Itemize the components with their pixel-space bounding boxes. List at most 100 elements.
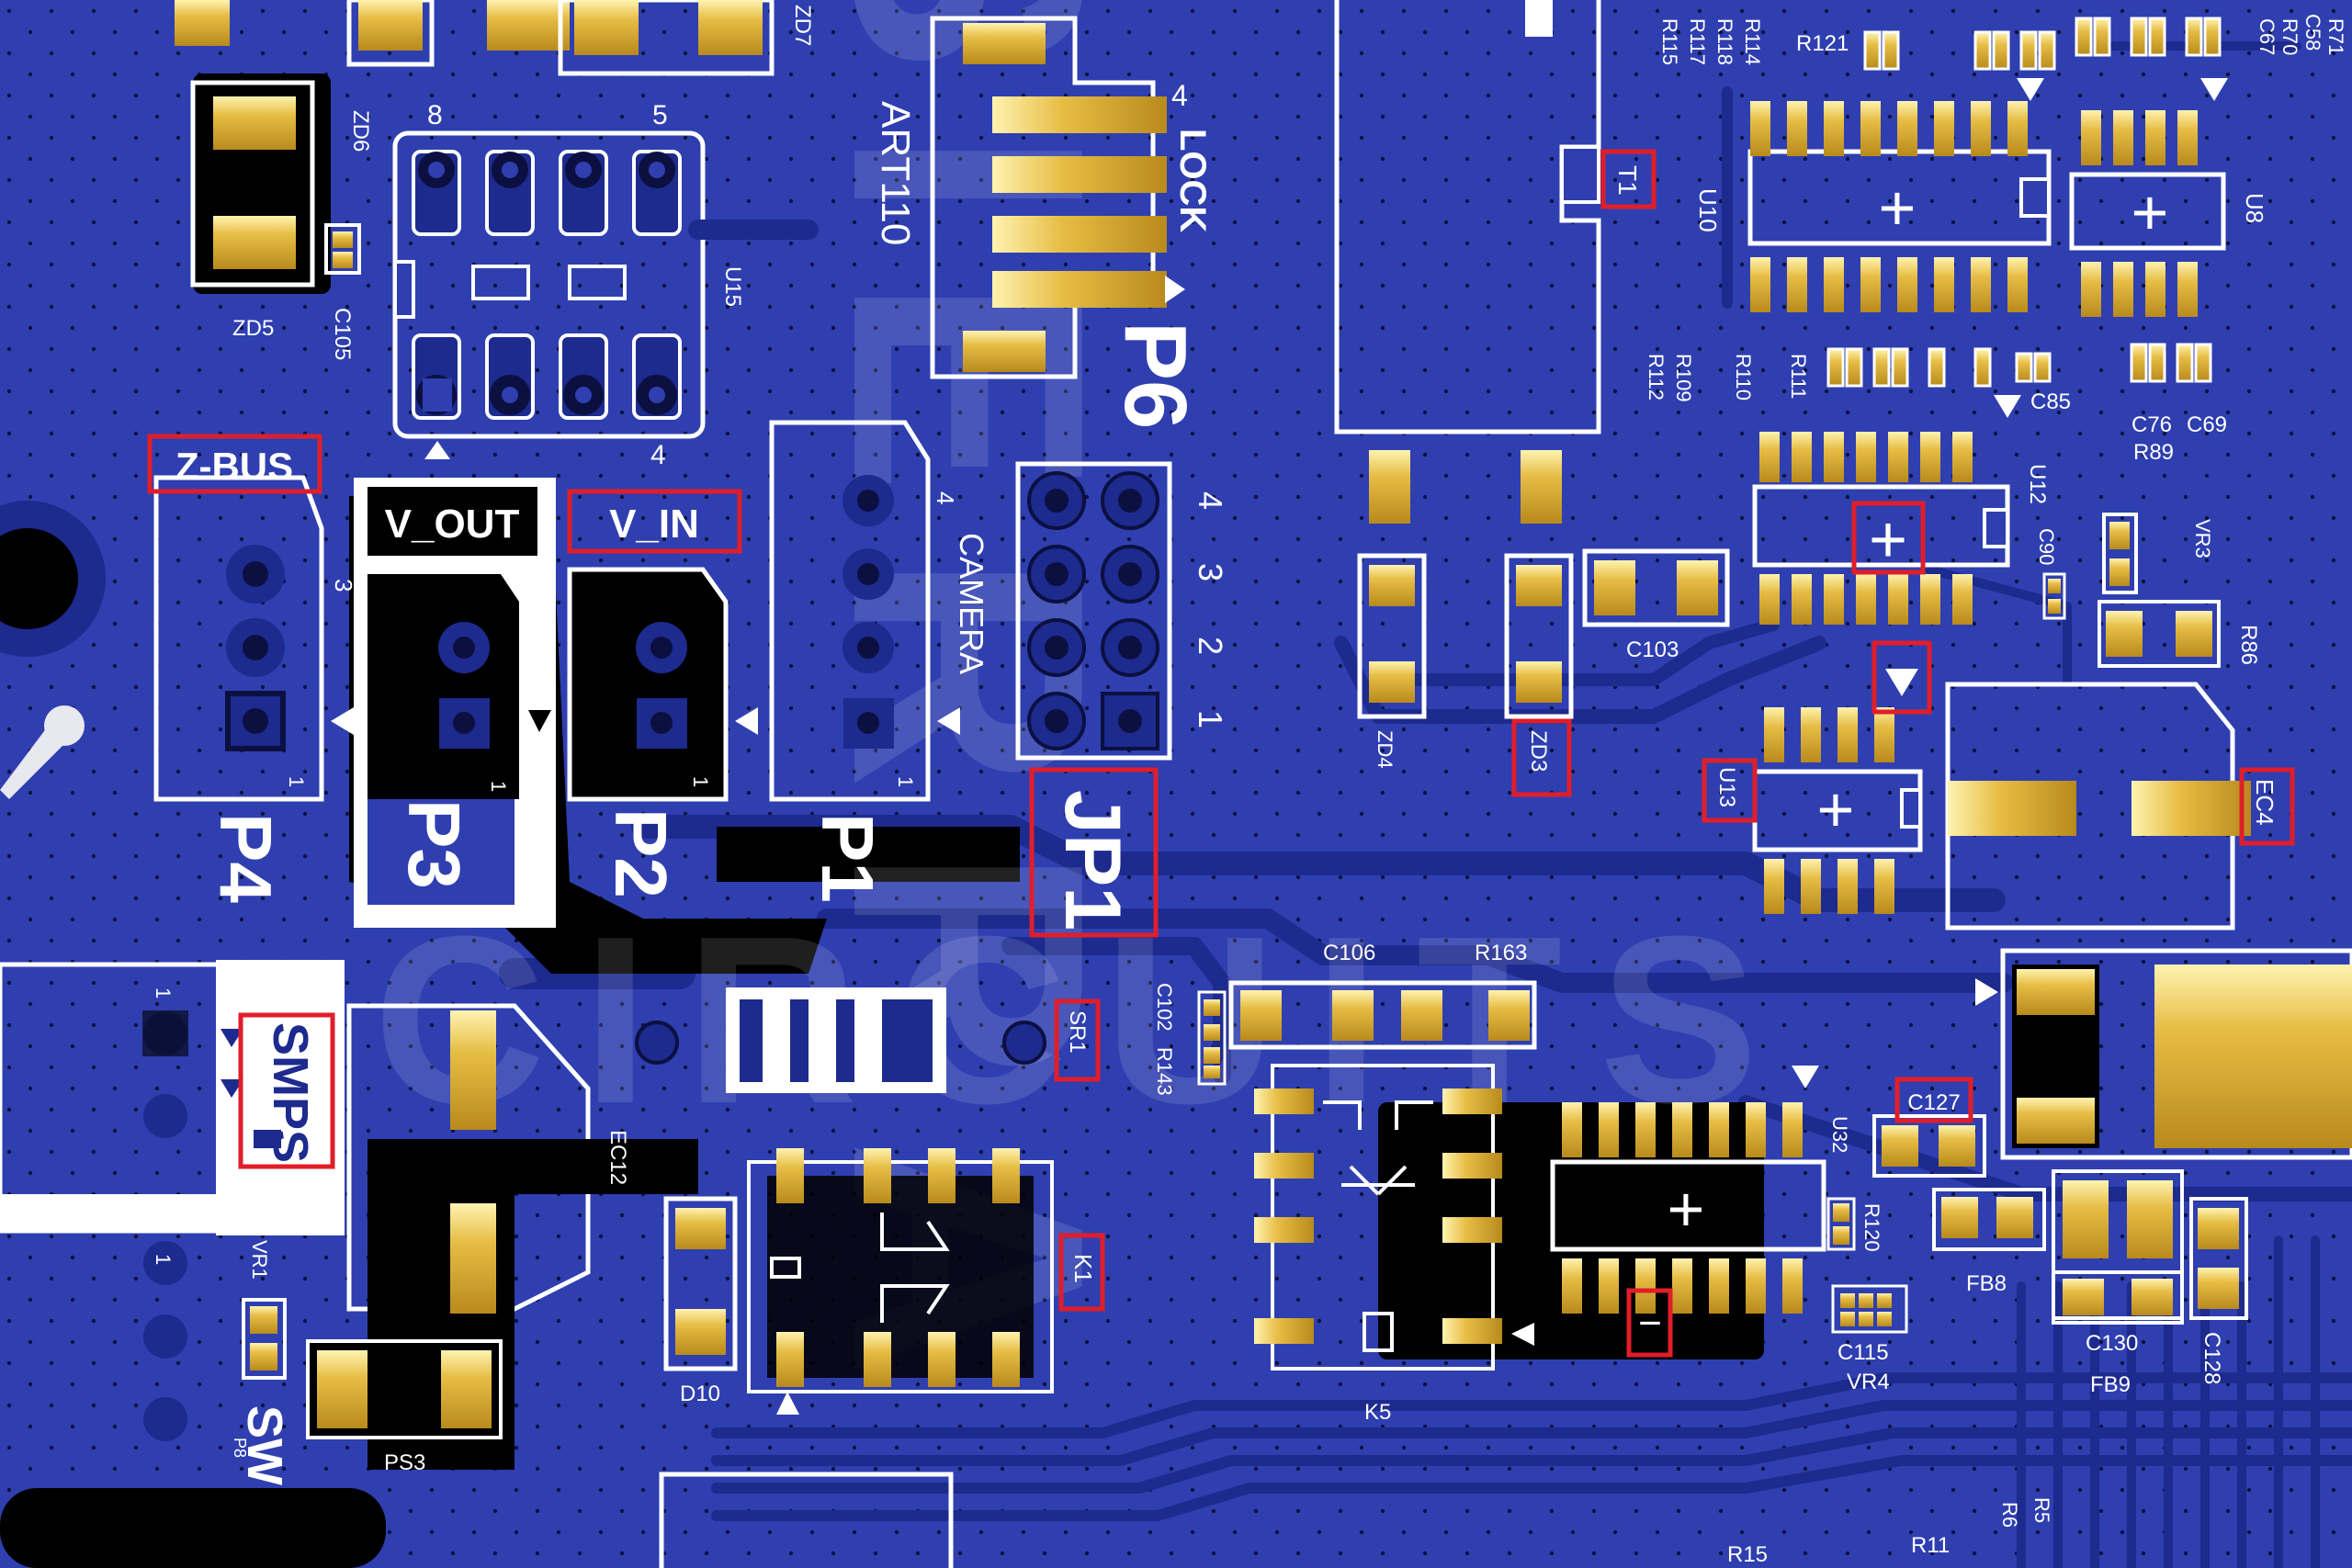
r6-label: R6 [1998,1502,2021,1528]
zd3-diode [1504,450,1574,719]
r86-label: R86 [2236,625,2261,665]
r111-label: R111 [1787,354,1810,399]
callout-sr1: SR1 [1054,998,1101,1082]
p9-label: P9 [263,1084,281,1104]
c103-label: C103 [1626,637,1679,662]
r110-label: R110 [1732,354,1755,400]
zd7-label: ZD7 [790,5,815,46]
c102-label: C102 [1153,983,1176,1032]
r121-label: R121 [1796,31,1849,56]
zd4-label: ZD4 [1374,730,1396,769]
jp1-label: JP1 [1048,790,1136,931]
r89-label: R89 [2133,440,2174,465]
ps3-label: PS3 [384,1450,425,1475]
u32-plus: + [1668,1173,1705,1245]
zd4-diode: ZD4 [1357,450,1427,769]
v-in-label: V_IN [609,502,699,547]
r115-label: R115 [1658,18,1681,65]
c105-capacitor: C105 [324,223,361,360]
u13-plus: + [1817,773,1855,845]
c69-label: C69 [2187,412,2227,437]
p1-pin4-label: 4 [932,491,959,504]
p8-label: P8 [231,1438,249,1458]
callout-sw: SW [237,1405,292,1485]
r163-label: R163 [1475,941,1527,965]
p4-pin1-label: 1 [285,776,308,787]
t1-outline [1334,0,1601,434]
k5-label: K5 [1364,1400,1391,1425]
ec4-label: EC4 [2251,779,2278,826]
ec4-capacitor [1945,682,2251,931]
u12-label: U12 [2025,464,2050,504]
callout-k1: K1 [1058,1233,1105,1312]
u12-soic: U12 [1752,432,2050,625]
p6-label: P6 [1106,321,1204,429]
callout-ec4: EC4 [2239,767,2295,846]
vr4-label: VR4 [1847,1370,1890,1394]
c85-label: C85 [2030,389,2071,414]
v-out-label: V_OUT [385,502,520,547]
c58-label: C58 [2301,14,2324,51]
p2-pin1-label: 1 [689,776,712,787]
p4-pin3-label: 3 [330,579,357,592]
callout-smps: SMPS [238,1012,335,1169]
u32-minus: − [1638,1301,1662,1346]
sw-pin1-label: 1 [152,1254,175,1265]
art110-label: ART110 [873,101,918,245]
smps-block: 1 1 P9 P8 [0,960,345,1458]
u10-label: U10 [1694,188,1722,232]
c115-label: C115 [1838,1340,1889,1365]
c76-label: C76 [2132,412,2172,437]
p4-connector: 3 1 P4 [153,475,357,903]
vr1-label: VR1 [248,1240,271,1280]
regulator-block [1975,948,2352,1160]
callout-u13: U13 [1702,758,1758,823]
r143-label: R143 [1153,1047,1176,1096]
p3-pin1-label: 1 [487,781,510,792]
lower-right-passives: R120 C115 VR4 FB8 C130 FB9 C128 [1826,1114,2248,1397]
p1-connector: 4 1 CAMERA P1 [769,420,990,903]
bottom-edge: R15 R11 R6 R5 [659,1472,2053,1568]
callout-v-out: V_OUT [368,487,537,556]
u12-plus: + [1869,503,1907,577]
vr1-component: VR1 [242,1240,287,1380]
p6-connector: ART110 4 LOCK P6 [873,16,1213,429]
c67-label: C67 [2256,18,2278,55]
r109-label: R109 [1672,354,1695,402]
top-pads-row: ZD7 [175,0,815,76]
t1-label: T1 [1613,165,1642,196]
top-right-passives: R121 R115 R117 R118 R114 C58 R70 C67 R71 [1658,14,2347,101]
u15-dip: 8 5 4 U15 [392,100,745,470]
jp1-pin3-label: 3 [1192,563,1229,581]
p2-connector: 1 P2 [567,567,758,898]
ps3-component: PS3 [306,1339,503,1475]
u8-soic: + U8 [2069,110,2268,317]
c90-label: C90 [2035,528,2058,565]
k5-relay: K5 [1254,1064,1534,1425]
u32-soic: + U32 [1550,1066,1851,1314]
c90-vr3-r86: C90 VR3 R86 [2035,513,2261,668]
u15-label: U15 [720,266,745,307]
c130-label: C130 [2086,1331,2138,1356]
jp1-pin4-label: 4 [1192,491,1229,510]
r114-label: R114 [1741,18,1764,65]
z-bus-label: Z-BUS [175,445,293,488]
p4-label: P4 [205,813,287,903]
d10-label: D10 [680,1382,720,1406]
r5-label: R5 [2030,1497,2053,1523]
u15-pin5-label: 5 [652,100,668,130]
callout-zd3: ZD3 [1511,718,1572,797]
c105-label: C105 [330,308,355,360]
callout-u12-plus: + [1851,501,1926,577]
zd5-diode: ZD6 ZD5 [190,80,373,341]
u10-plus: + [1879,172,1917,243]
lock-label: LOCK [1172,129,1213,232]
k1-relay [747,1148,1054,1415]
c106-label: C106 [1323,941,1375,965]
callout-v-in: V_IN [567,489,742,554]
sr1-label: SR1 [1065,1010,1090,1054]
sw-label: SW [237,1405,292,1485]
p1-label: P1 [807,813,888,903]
callout-jp1: JP1 [1029,767,1159,938]
r71-label: R71 [2324,18,2347,55]
